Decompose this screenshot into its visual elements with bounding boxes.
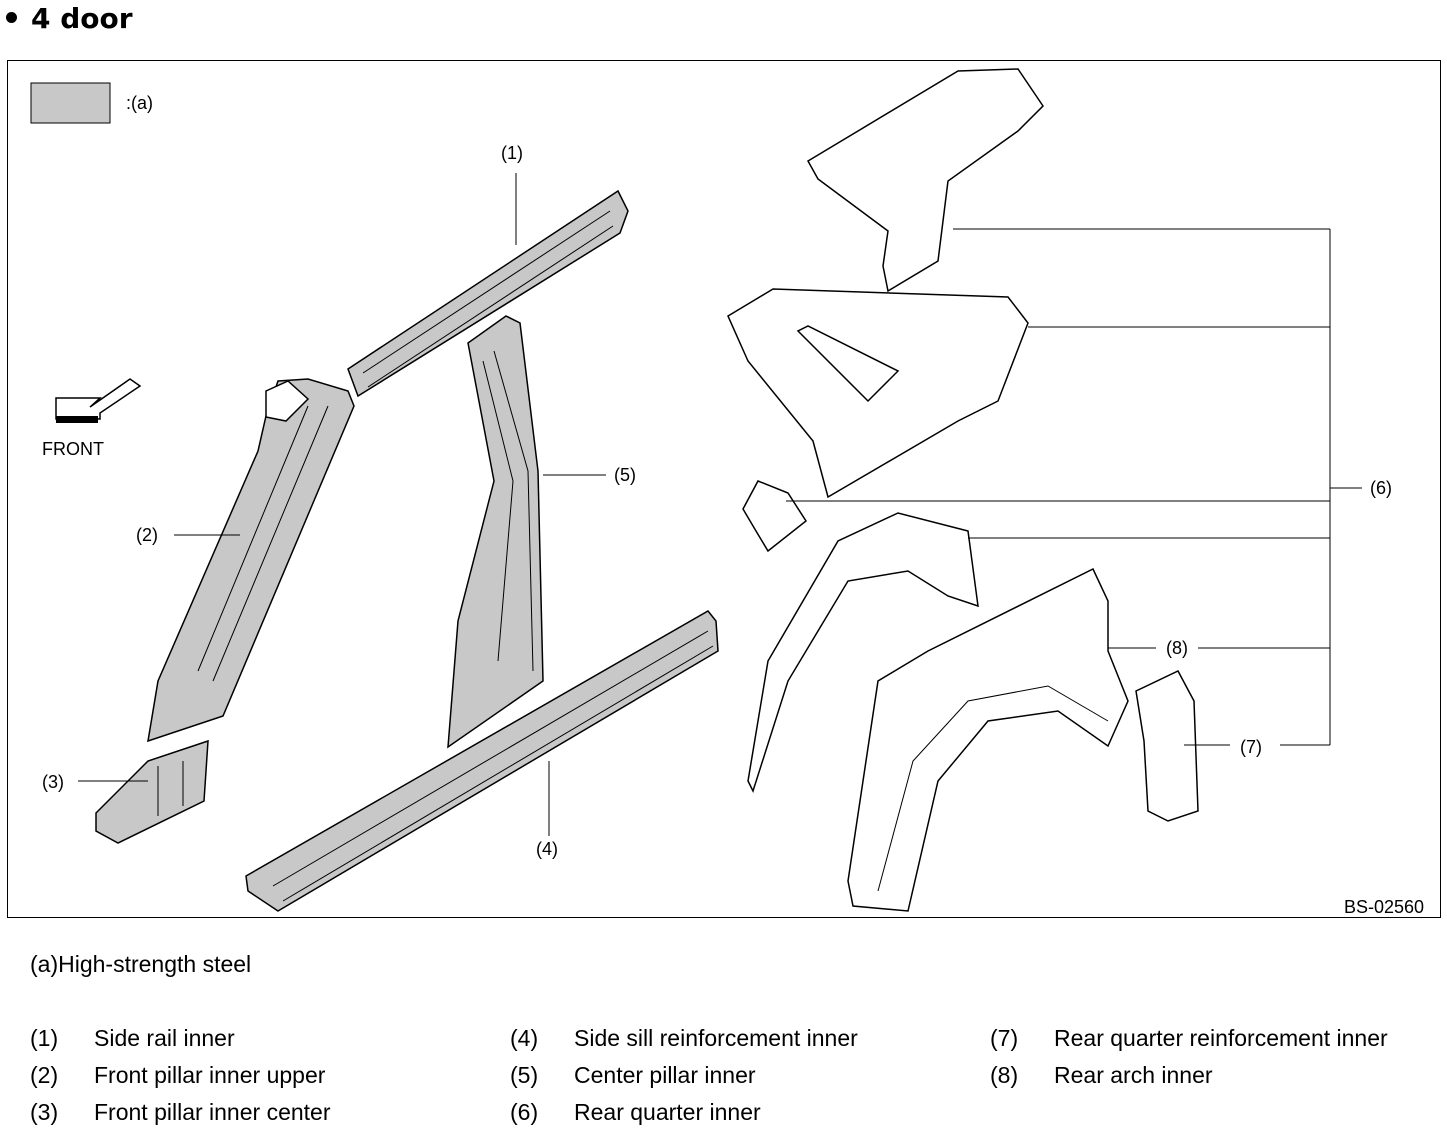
- parts-diagram: :(a) FRONT (1) (2) (3) (5): [30, 68, 1424, 917]
- legend-item: (3)Front pillar inner center: [30, 1099, 331, 1125]
- part-rear-quarter-inner: [727, 68, 1044, 793]
- material-note-text: High-strength steel: [58, 951, 252, 977]
- material-note: (a)High-strength steel: [30, 951, 251, 978]
- callout-lines-6: [786, 228, 1362, 746]
- callout-1: (1): [501, 143, 523, 163]
- part-front-pillar-inner-upper: [147, 378, 355, 743]
- bullet-icon: [6, 11, 17, 23]
- legend-item: (5)Center pillar inner: [510, 1062, 756, 1088]
- heading-text: 4 door: [31, 2, 133, 35]
- legend-item: (4)Side sill reinforcement inner: [510, 1025, 858, 1051]
- part-rear-arch-inner: [847, 567, 1129, 912]
- front-label: FRONT: [42, 439, 104, 459]
- callout-5: (5): [614, 465, 636, 485]
- front-arrow-icon: [55, 378, 142, 423]
- key-swatch: [30, 82, 111, 124]
- parts-legend-col-1: (1)Side rail inner (2)Front pillar inner…: [30, 1024, 331, 1135]
- key-label: :(a): [126, 93, 153, 113]
- diagram-frame: :(a) FRONT (1) (2) (3) (5): [7, 60, 1441, 918]
- parts-legend-col-2: (4)Side sill reinforcement inner (5)Cent…: [510, 1024, 858, 1135]
- callout-6: (6): [1370, 478, 1392, 498]
- legend-item: (7)Rear quarter reinforcement inner: [990, 1025, 1388, 1051]
- callout-7: (7): [1240, 737, 1262, 757]
- callout-8: (8): [1166, 638, 1188, 658]
- legend-item: (8)Rear arch inner: [990, 1062, 1213, 1088]
- page-heading: 4 door: [6, 2, 133, 35]
- material-note-key: (a): [30, 951, 59, 977]
- part-front-pillar-inner-center: [95, 739, 209, 844]
- callout-2: (2): [136, 525, 158, 545]
- parts-legend-col-3: (7)Rear quarter reinforcement inner (8)R…: [990, 1024, 1388, 1098]
- figure-code: BS-02560: [1344, 897, 1424, 917]
- legend-item: (2)Front pillar inner upper: [30, 1062, 326, 1088]
- callout-3: (3): [42, 772, 64, 792]
- legend-item: (6)Rear quarter inner: [510, 1099, 761, 1125]
- part-side-rail-inner: [347, 189, 629, 398]
- callout-4: (4): [536, 839, 558, 859]
- legend-item: (1)Side rail inner: [30, 1025, 235, 1051]
- part-rear-quarter-reinforcement-inner: [1135, 670, 1199, 822]
- part-center-pillar-inner: [447, 315, 544, 749]
- part-side-sill-reinforcement-inner: [245, 610, 719, 912]
